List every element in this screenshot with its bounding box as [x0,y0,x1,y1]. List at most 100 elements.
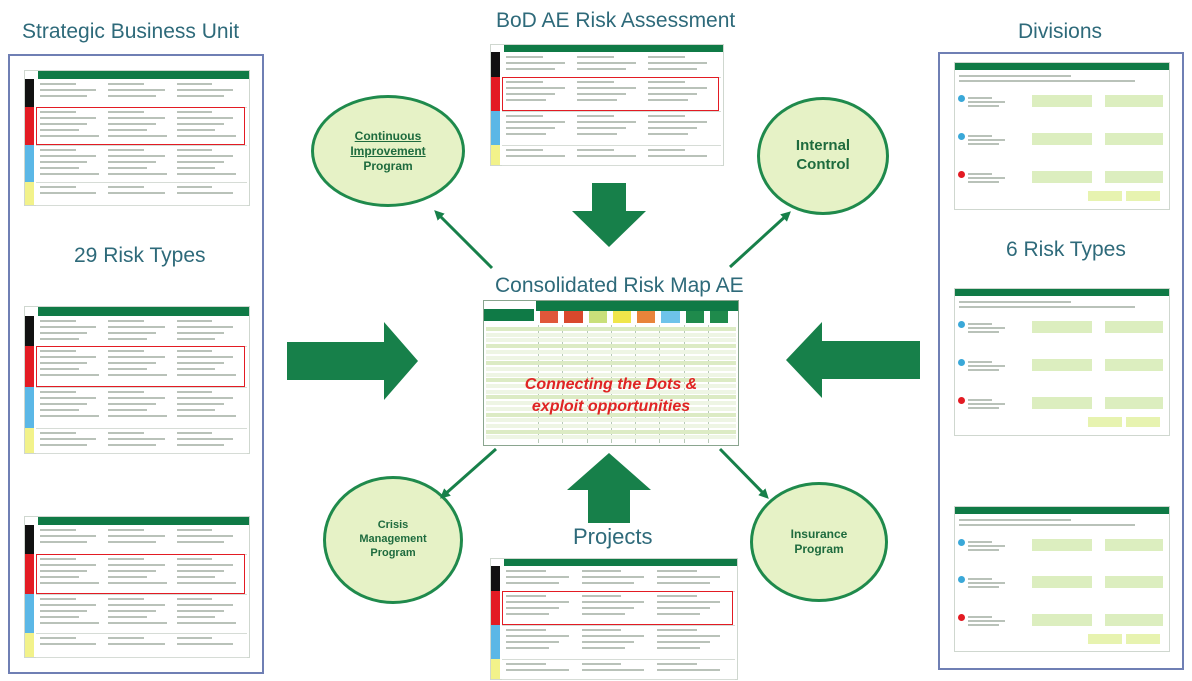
sheet-divider [36,633,247,635]
sheet-text-line [657,601,720,604]
sheet-red-box [502,591,733,625]
ellipse-line: Insurance [790,527,848,541]
sheet-green-box [1087,417,1122,428]
sbu-risk-sheet-3 [24,516,250,658]
sheet-text-line [176,570,225,573]
sheet-text-line [108,148,145,151]
arrow-to-continuous [434,210,494,270]
sheet-text-line [40,192,97,195]
sheet-text-line [176,415,236,418]
sheet-text-line [968,323,992,326]
sheet-dot [958,359,965,367]
sheet-text-line [176,643,233,646]
sheet-text-line [176,615,216,618]
sheet-text-line [968,578,992,581]
projects-risk-sheet [490,558,738,680]
sheet-text-line [108,134,168,137]
sheet-dot [958,95,965,103]
sheet-text-line [176,637,213,640]
map-tab [588,311,607,323]
sheet-text-line [108,535,165,538]
map-row [486,395,736,400]
sheet-header [38,71,249,80]
sheet-green-box [1087,633,1122,644]
sheet-text-line [968,399,992,402]
ellipse-line: Crisis [377,519,409,532]
sheet-text-line [959,75,1072,77]
sheet-text-line [176,432,213,435]
left-block-arrow [786,322,920,398]
sheet-red-box [36,106,245,145]
sheet-text-line [968,365,1006,368]
sheet-header [955,507,1169,514]
sheet-text-line [506,87,565,90]
sheet-text-line [176,397,233,400]
map-row [486,338,736,343]
sheet-text-line [506,607,559,610]
sheet-text-line [108,83,145,86]
sheet-divider [36,657,247,658]
sheet-text-line [648,87,707,90]
sheet-text-line [968,369,1000,372]
sheet-text-line [506,93,556,96]
sheet-dot [958,576,965,584]
sheet-green-box [1032,171,1092,184]
sheet-text-line [40,403,88,406]
sheet-text-line [506,613,550,616]
sheet-text-line [657,576,720,579]
sheet-text-line [506,81,544,84]
sheet-text-line [968,586,1000,589]
sheet-text-line [648,154,707,157]
sheet-text-line [657,613,701,616]
ellipse-line: Continuous [354,128,422,143]
sbu-panel: 29 Risk Types [8,54,264,674]
sheet-text-line [108,325,165,328]
sheet-divider [502,624,735,626]
divisions-risk-types-label: 6 Risk Types [1006,238,1126,261]
sheet-text-line [577,81,615,84]
sheet-text-line [176,609,225,612]
map-row [486,406,736,411]
sheet-text-line [581,668,645,671]
sheet-text-line [506,646,550,649]
sheet-text-line [657,646,701,649]
map-tab [637,311,656,323]
sheet-text-line [581,607,635,610]
sheet-green-box [1032,95,1092,108]
sheet-text-line [176,576,216,579]
sheet-text-line [648,93,698,96]
sheet-text-line [40,355,97,358]
sheet-dot [958,397,965,405]
sheet-green-box [1104,171,1163,184]
sheet-text-line [40,576,79,579]
sheet-text-line [648,81,686,84]
sheet-green-box [1104,359,1163,372]
sheet-text-line [108,643,165,646]
sheet-text-line [108,541,156,544]
sheet-text-line [108,373,168,376]
sheet-text-line [968,361,992,364]
sheet-text-line [648,68,698,71]
sheet-text-line [108,128,147,131]
sheet-text-line [959,519,1072,521]
map-row [486,361,736,366]
sheet-text-line [176,134,236,137]
sheet-text-line [40,83,76,86]
sheet-risk-band [491,77,500,111]
sheet-text-line [648,132,689,135]
sheet-text-line [40,319,76,322]
sheet-text-line [581,576,645,579]
sheet-text-line [40,128,79,131]
sheet-text-line [108,564,165,567]
sheet-text-line [40,615,79,618]
sheet-text-line [176,148,213,151]
sheet-risk-band [25,525,34,555]
sheet-text-line [648,62,707,65]
sheet-green-box [1104,538,1163,551]
sheet-text-line [40,186,76,189]
map-row [486,418,736,423]
sheet-text-line [968,548,1000,551]
sheet-text-line [176,110,213,113]
bod-risk-sheet [490,44,724,166]
